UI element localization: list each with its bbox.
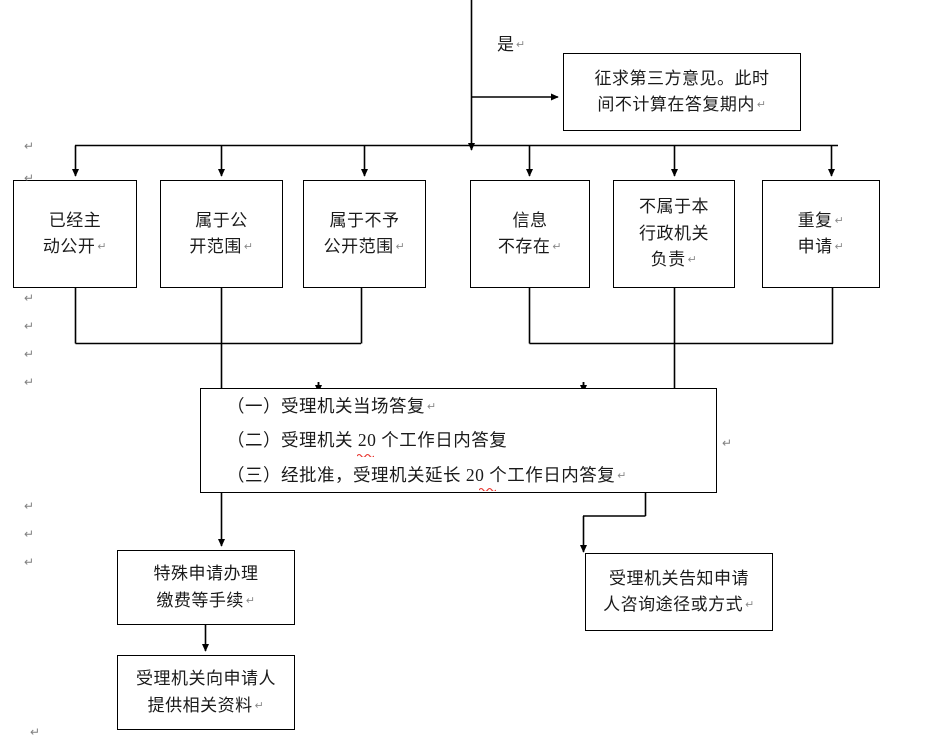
- paragraph-mark-icon: ↵: [834, 214, 845, 227]
- margin-paragraph-mark: ↵: [24, 527, 35, 541]
- node-provide-materials[interactable]: 受理机关向申请人 提供相关资料↵: [117, 655, 295, 730]
- node-line: 缴费等手续↵: [156, 590, 256, 610]
- margin-paragraph-mark: ↵: [24, 347, 35, 361]
- margin-paragraph-mark: ↵: [24, 499, 35, 513]
- node-line: 重复↵: [797, 210, 845, 230]
- node-within-public-scope[interactable]: 属于公 开范围↵: [160, 180, 283, 288]
- paragraph-mark-icon: ↵: [427, 401, 437, 414]
- node-non-disclosure-scope[interactable]: 属于不予 公开范围↵: [303, 180, 426, 288]
- paragraph-mark-icon: ↵: [245, 594, 256, 607]
- spellcheck-underline-icon: [357, 453, 374, 457]
- node-line: 开范围↵: [189, 237, 254, 256]
- reply-option-item: （二）受理机关 20 个工作日内答复: [227, 423, 507, 457]
- node-duplicate-application[interactable]: 重复↵ 申请↵: [762, 180, 880, 288]
- reply-option-item: （三）经批准，受理机关延长 20 个工作日内答复↵: [227, 458, 627, 492]
- node-inform-consultation-channel[interactable]: 受理机关告知申请 人咨询途径或方式↵: [585, 553, 773, 631]
- margin-paragraph-mark: ↵: [24, 555, 35, 569]
- paragraph-mark-icon: ↵: [617, 469, 627, 482]
- node-line: 信息: [512, 210, 548, 230]
- paragraph-mark-icon: ↵: [722, 436, 733, 450]
- node-line: 提供相关资料↵: [147, 695, 265, 715]
- yes-branch-label: 是↵: [497, 35, 526, 54]
- node-line: 受理机关告知申请: [609, 568, 749, 588]
- node-special-application-fee[interactable]: 特殊申请办理 缴费等手续↵: [117, 550, 295, 625]
- node-reply-options[interactable]: （一）受理机关当场答复↵ （二）受理机关 20 个工作日内答复 （三）经批准，受…: [200, 388, 717, 493]
- node-line: 特殊申请办理: [153, 564, 259, 584]
- node-line: 人咨询途径或方式↵: [603, 595, 755, 614]
- paragraph-mark-icon: ↵: [516, 39, 526, 51]
- paragraph-mark-icon: ↵: [687, 254, 698, 267]
- paragraph-mark-icon: ↵: [395, 241, 406, 253]
- node-line: 属于公: [195, 210, 248, 230]
- paragraph-mark-icon: ↵: [243, 241, 254, 253]
- paragraph-mark-icon: ↵: [834, 241, 845, 253]
- paragraph-mark-icon: ↵: [756, 99, 767, 111]
- node-third-party-consultation[interactable]: 征求第三方意见。此时 间不计算在答复期内↵: [563, 53, 801, 131]
- node-line: 受理机关向申请人: [136, 669, 276, 689]
- paragraph-mark-icon: ↵: [97, 241, 108, 253]
- reply-option-item: （一）受理机关当场答复↵: [227, 396, 437, 417]
- node-info-not-exist[interactable]: 信息 不存在↵: [470, 180, 590, 288]
- node-line: 不属于本: [639, 197, 709, 217]
- node-line: 动公开↵: [42, 237, 108, 256]
- node-line: 已经主: [48, 210, 102, 230]
- margin-paragraph-mark: ↵: [24, 139, 35, 153]
- paragraph-mark-icon: ↵: [254, 699, 265, 712]
- node-line: 征求第三方意见。此时: [594, 68, 770, 88]
- node-line: 负责↵: [650, 250, 698, 270]
- node-line: 行政机关: [639, 223, 709, 243]
- paragraph-mark-icon: ↵: [552, 241, 563, 253]
- node-line: 属于不予: [329, 210, 400, 230]
- margin-paragraph-mark: ↵: [24, 375, 35, 389]
- node-line: 申请↵: [797, 237, 845, 256]
- node-line: 不存在↵: [497, 237, 563, 256]
- spellcheck-underline-icon: [479, 487, 496, 491]
- margin-paragraph-mark: ↵: [30, 725, 41, 739]
- margin-paragraph-mark: ↵: [24, 319, 35, 333]
- node-not-this-agency[interactable]: 不属于本 行政机关 负责↵: [613, 180, 735, 288]
- node-line: 间不计算在答复期内↵: [597, 95, 767, 114]
- node-already-public[interactable]: 已经主 动公开↵: [13, 180, 137, 288]
- margin-paragraph-mark: ↵: [24, 291, 35, 305]
- paragraph-mark-icon: ↵: [745, 599, 755, 611]
- node-line: 公开范围↵: [323, 237, 406, 256]
- margin-paragraph-mark: ↵: [24, 171, 35, 185]
